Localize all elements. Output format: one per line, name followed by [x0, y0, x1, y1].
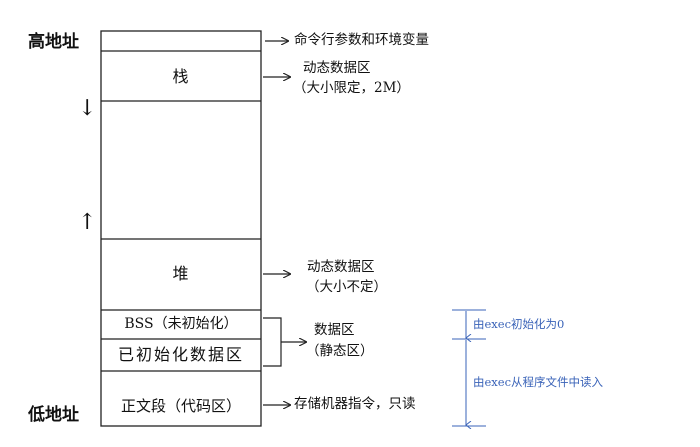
text-segment-label: 正文段（代码区）	[120, 397, 241, 415]
args-env-annotation: 命令行参数和环境变量	[294, 32, 429, 48]
heap-grows-up-icon: ↑	[78, 210, 97, 235]
data-annotation-line1: 数据区	[314, 322, 355, 338]
exec-bss-note: 由exec初始化为0	[473, 317, 565, 331]
data-bracket	[263, 317, 282, 367]
heap-annotation-line2: （大小不定）	[306, 279, 387, 295]
text-annotation: 存储机器指令，只读	[294, 396, 416, 412]
stack-grows-down-icon: ↓	[78, 96, 97, 121]
heap-segment-label: 堆	[172, 264, 190, 283]
stack-segment-label: 栈	[172, 67, 190, 86]
stack-annotation-line1: 动态数据区	[303, 60, 371, 76]
low-address-label: 低地址	[28, 405, 79, 425]
stack-annotation-line2: （大小限定，2M）	[293, 80, 410, 96]
data-segment-label: 已初始化数据区	[117, 345, 244, 364]
exec-file-note: 由exec从程序文件中读入	[473, 375, 604, 389]
memory-column-outline	[100, 30, 262, 427]
data-annotation-line2: （静态区）	[306, 343, 374, 359]
heap-annotation-line1: 动态数据区	[307, 259, 375, 275]
high-address-label: 高地址	[28, 32, 79, 52]
bss-segment-label: BSS（未初始化）	[124, 316, 238, 332]
